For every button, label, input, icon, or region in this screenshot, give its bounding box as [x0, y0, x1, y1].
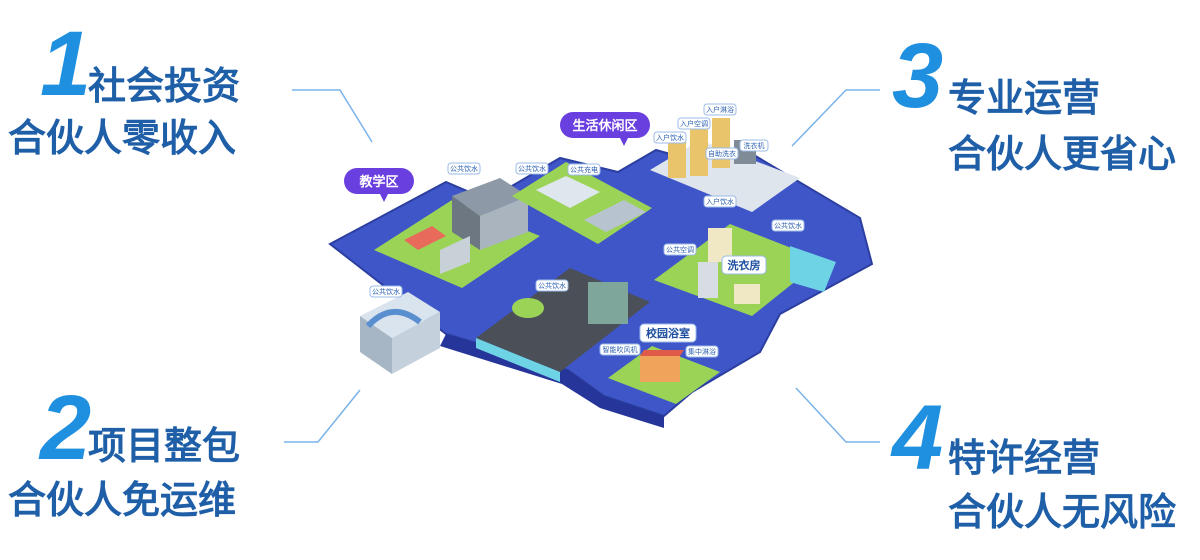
- feature-3-subtitle: 合伙人更省心: [948, 132, 1177, 176]
- mini-public-water-4: 公共饮水: [538, 281, 566, 290]
- feature-2-title: 项目整包: [88, 424, 241, 468]
- mini-central-shower: 集中淋浴: [688, 347, 716, 356]
- feature-3-number: 3: [892, 25, 944, 127]
- connector-line-2: [284, 389, 361, 443]
- tag-teaching-text: 教学区: [358, 174, 398, 190]
- mini-home-water-2: 入户饮水: [706, 197, 734, 206]
- tag-teaching: 教学区: [344, 168, 414, 202]
- connector-line-1: [292, 89, 373, 143]
- tag-living: 生活休闲区: [560, 112, 650, 146]
- label-bath-text: 校园浴室: [646, 326, 690, 340]
- feature-4-subtitle: 合伙人无风险: [948, 490, 1177, 534]
- feature-4-title: 特许经营: [948, 436, 1101, 480]
- mini-public-water-3: 公共饮水: [774, 221, 802, 230]
- label-laundry: 洗衣房: [721, 255, 767, 275]
- mini-public-water-5: 公共饮水: [372, 287, 400, 296]
- label-laundry-text: 洗衣房: [728, 258, 761, 272]
- mini-public-ac: 公共空调: [666, 245, 694, 254]
- connector-line-3: [791, 89, 880, 147]
- mini-self-laundry: 自助洗衣: [708, 149, 736, 158]
- tag-living-text: 生活休闲区: [572, 118, 637, 134]
- label-bath: 校园浴室: [639, 323, 697, 343]
- mini-home-water: 入户饮水: [656, 133, 684, 142]
- mini-home-shower: 入户淋浴: [706, 105, 734, 114]
- mini-smart-dryer: 智能吹风机: [603, 345, 638, 354]
- feature-1-subtitle: 合伙人零收入: [8, 116, 237, 160]
- feature-2-number: 2: [40, 377, 92, 479]
- feature-1-title: 社会投资: [88, 64, 241, 108]
- mini-home-ac: 入户空调: [680, 119, 708, 128]
- feature-4-number: 4: [892, 387, 944, 489]
- mini-public-water-1: 公共饮水: [450, 164, 478, 173]
- dorm-block: [650, 140, 800, 212]
- mini-public-charge: 公共充电: [570, 165, 598, 174]
- feature-1-number: 1: [40, 13, 92, 115]
- road-platform-side: [440, 334, 664, 428]
- mini-public-water-2: 公共饮水: [518, 164, 546, 173]
- connector-line-4: [795, 387, 880, 443]
- feature-3-title: 专业运营: [948, 76, 1101, 120]
- mini-washer: 洗衣机: [744, 141, 765, 150]
- feature-2-subtitle: 合伙人免运维: [8, 478, 237, 522]
